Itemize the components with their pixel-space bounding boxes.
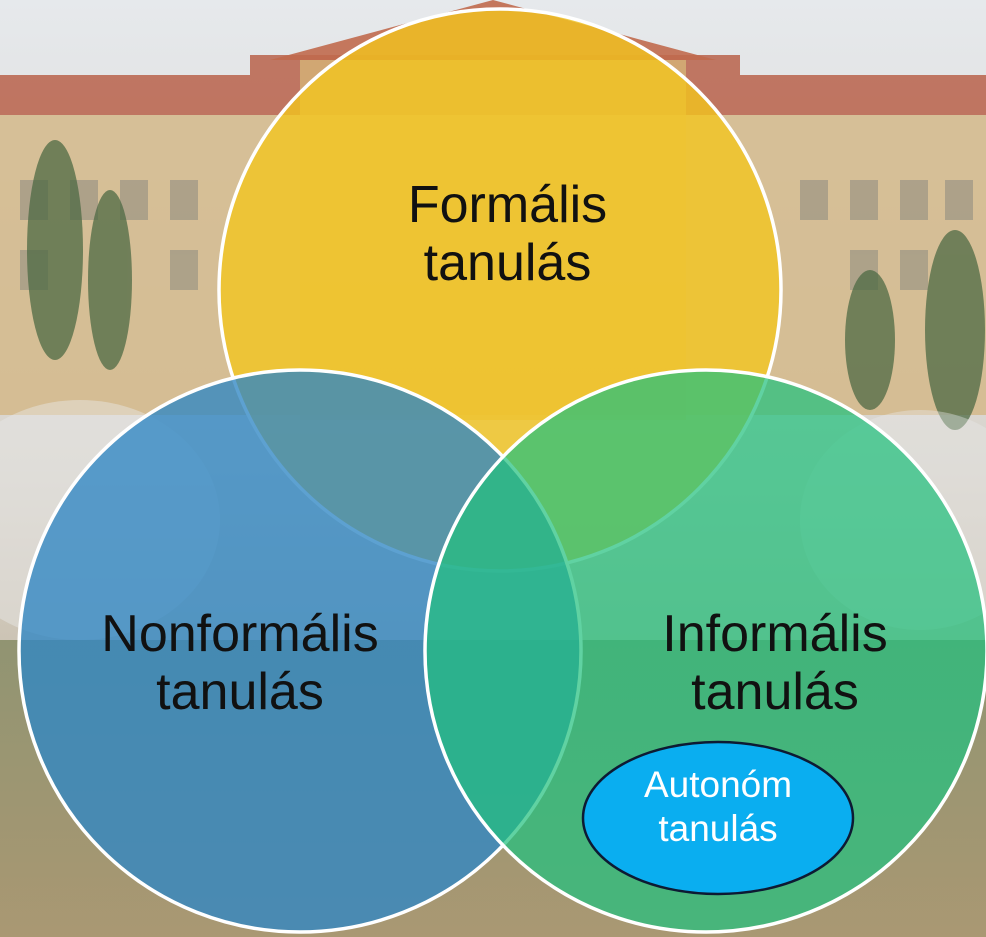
venn-diagram [17, 7, 986, 934]
nonformal-learning-line1: Nonformális [101, 605, 379, 663]
formal-learning-line1: Formális [407, 176, 608, 234]
formal-learning-label: Formális tanulás [385, 176, 630, 292]
formal-learning-line2: tanulás [423, 234, 592, 293]
autonomous-learning-line2: tanulás [658, 808, 778, 850]
autonomous-learning-ellipse [581, 740, 855, 896]
autonomous-learning-line1: Autonóm [643, 764, 793, 805]
autonomous-learning-label: Autonóm tanulás [618, 763, 818, 852]
informal-learning-line1: Informális [662, 605, 888, 663]
informal-learning-line2: tanulás [691, 663, 859, 722]
nonformal-learning-label: Nonformális tanulás [60, 605, 420, 721]
nonformal-learning-line2: tanulás [156, 663, 324, 722]
informal-learning-label: Informális tanulás [615, 605, 935, 721]
